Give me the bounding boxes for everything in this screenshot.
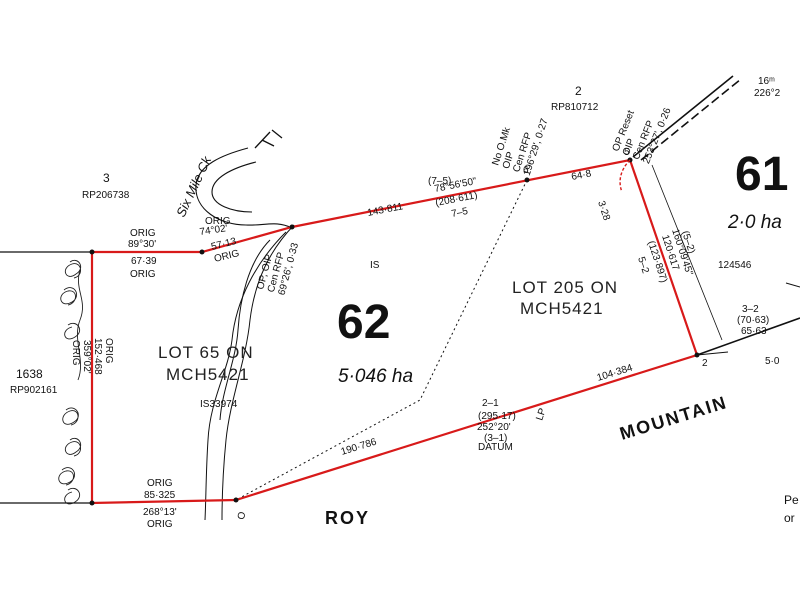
adjoining-boundaries (0, 75, 800, 504)
svg-text:3–2: 3–2 (742, 304, 759, 315)
svg-text:(7–5): (7–5) (428, 176, 451, 187)
mark-datum: DATUM (478, 442, 513, 453)
lot205-boundary (235, 179, 528, 501)
lot2-number: 2 (575, 84, 582, 98)
lot1638-number: 1638 (16, 367, 43, 381)
station-6: 6 (523, 165, 529, 176)
lot3-plan: RP206738 (82, 190, 130, 201)
lot205-label: LOT 205 ON (512, 278, 618, 297)
svg-text:65·63: 65·63 (741, 326, 767, 337)
svg-text:64·8: 64·8 (570, 168, 592, 183)
lot61-number: 61 (735, 148, 788, 201)
svg-text:226°2: 226°2 (754, 88, 781, 99)
east-short-leg (619, 159, 631, 193)
svg-text:7–5: 7–5 (450, 206, 469, 220)
svg-text:190·786: 190·786 (340, 436, 379, 457)
ne-road-dims: 3–2 (70·63) 65·63 5·0 (737, 304, 780, 367)
south-west-dims: ORIG 85·325 268°13' ORIG (143, 478, 177, 530)
lot205-label-plan: MCH5421 (520, 299, 604, 318)
vegetation-scribble (58, 260, 83, 505)
svg-text:ORIG: ORIG (205, 216, 231, 227)
lot65-label-plan: MCH5421 (166, 365, 250, 384)
nw-boundary-dims: ORIG 74°02' 57·13 ORIG (199, 216, 241, 265)
east-boundary-dims: (5–2) 160°09'45" 120·617 (123·897) 5–2 3… (595, 200, 697, 285)
mark-no-o-mk: No O.Mk OIP Cen RFP 196°29', 0·27 (490, 117, 550, 177)
svg-text:ORIG: ORIG (70, 340, 81, 366)
lot62-tag: IS (370, 260, 380, 271)
svg-text:ORIG: ORIG (103, 338, 114, 364)
svg-text:152·468: 152·468 (92, 338, 103, 375)
svg-text:(295·17): (295·17) (478, 411, 516, 422)
svg-text:ORIG: ORIG (147, 478, 173, 489)
lot62-area: 5·046 ha (338, 366, 413, 387)
mark-bottom-o: O (236, 511, 248, 521)
svg-text:OIP: OIP (501, 150, 517, 170)
svg-text:143·811: 143·811 (366, 201, 404, 219)
mark-op-reset: OP Reset OIP Cen RFP 253°27', 0·26 (611, 106, 674, 165)
svg-text:16ᵐ: 16ᵐ (758, 76, 775, 87)
svg-text:67·39: 67·39 (131, 256, 157, 267)
svg-text:ORIG: ORIG (147, 519, 173, 530)
mark-lp: LP (534, 407, 548, 422)
lot62-number: 62 (337, 296, 390, 349)
svg-text:74°02': 74°02' (199, 223, 229, 238)
svg-text:268°13': 268°13' (143, 507, 177, 518)
edge-text-1: Pe (784, 493, 799, 507)
lot61-ref: 124546 (718, 260, 752, 271)
svg-text:252°20': 252°20' (477, 422, 511, 433)
svg-text:3·28: 3·28 (595, 200, 612, 223)
svg-text:359°02': 359°02' (81, 340, 92, 374)
svg-text:(3–1): (3–1) (484, 433, 507, 444)
west-boundary-dims: ORIG 152·468 359°02' ORIG (70, 338, 114, 375)
is-reference: IS33974 (200, 399, 238, 410)
survey-points (89, 157, 700, 506)
lot3-number: 3 (103, 171, 110, 185)
lot1638-plan: RP902161 (10, 385, 58, 396)
svg-text:ORIG: ORIG (130, 269, 156, 280)
lot65-label: LOT 65 ON (158, 343, 254, 362)
svg-text:ORIG: ORIG (130, 228, 156, 239)
svg-text:5·0: 5·0 (765, 356, 780, 367)
svg-text:(70·63): (70·63) (737, 315, 769, 326)
station-5: 5 (624, 147, 630, 158)
svg-text:5–2: 5–2 (635, 256, 651, 276)
svg-text:85·325: 85·325 (144, 490, 176, 501)
lot62-boundary (90, 158, 699, 505)
west-top-dims: ORIG 89°30' 67·39 ORIG (128, 228, 157, 280)
station-2: 2 (702, 358, 708, 369)
lot61-area: 2·0 ha (727, 212, 782, 233)
creek-name: Six Mile Ck (173, 153, 215, 220)
svg-text:2–1: 2–1 (482, 398, 499, 409)
creek-lines (195, 129, 295, 521)
edge-text-2: or (784, 511, 795, 525)
lot2-plan: RP810712 (551, 102, 599, 113)
road-name-roy: ROY (325, 508, 370, 528)
svg-text:89°30': 89°30' (128, 239, 156, 250)
road-name-mountain: MOUNTAIN (617, 392, 730, 444)
mark-top-right: 16ᵐ 226°2 (754, 76, 781, 99)
north-boundary-dims: (7–5) 78°56'50" (208·611) 7–5 143·811 64… (366, 168, 592, 220)
